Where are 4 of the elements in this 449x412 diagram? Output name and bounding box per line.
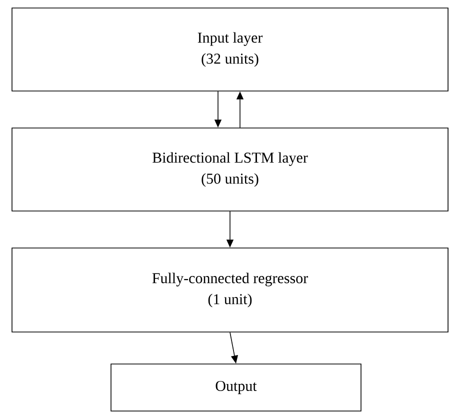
layer-box: Input layer (32 units) xyxy=(12,8,448,92)
layer-box: Output xyxy=(110,364,362,412)
layer-box: Bidirectional LSTM layer (50 units) xyxy=(12,128,448,212)
layer-box: Fully-connected regressor (1 unit) xyxy=(12,248,448,332)
